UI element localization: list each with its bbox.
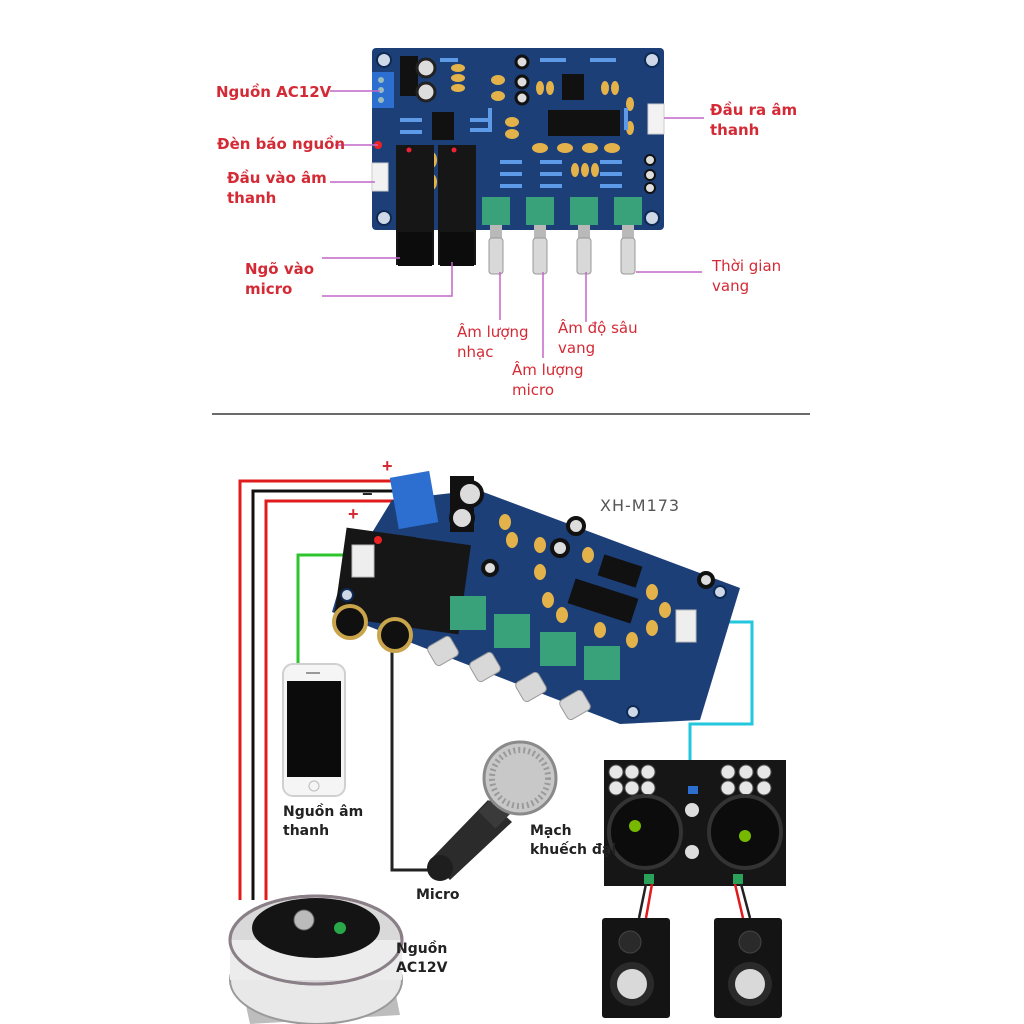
ic-chip	[548, 110, 620, 136]
amplifier-board	[604, 760, 786, 886]
audio-source-wire	[296, 553, 360, 668]
power-wires	[238, 479, 412, 900]
bottom-pcb-board	[332, 470, 740, 724]
board-model-label: XH-M173	[600, 496, 681, 515]
label-amplifier-line2: khuếch đại	[530, 841, 617, 858]
audio-input-connector	[371, 162, 389, 192]
label-echo-depth-line2: vang	[558, 339, 596, 358]
output-wire	[688, 620, 754, 762]
polarity-minus: −	[362, 484, 373, 504]
label-music-volume: Âm lượng nhạc	[457, 322, 529, 363]
label-audio-output: Đầu ra âm thanh	[710, 100, 797, 141]
speaker-left	[602, 918, 670, 1018]
top-pcb-board	[371, 48, 665, 275]
mic-wire	[390, 650, 428, 872]
speaker-wires	[637, 883, 752, 919]
microphone	[427, 740, 558, 881]
power-terminal-block	[389, 470, 439, 530]
label-audio-input: Đầu vào âm thanh	[227, 168, 327, 209]
label-audio-input-line2: thanh	[227, 189, 277, 208]
polarity-plus-bottom: +	[348, 504, 359, 524]
polarity-plus-top: +	[382, 456, 393, 476]
label-music-volume-line2: nhạc	[457, 343, 494, 362]
label-mic-input-line1: Ngõ vào	[245, 260, 315, 278]
potentiometers	[427, 596, 620, 721]
label-audio-input-line1: Đầu vào âm	[227, 169, 327, 187]
speaker-right	[714, 918, 782, 1018]
audio-output-connector	[647, 103, 665, 135]
label-echo-time: Thời gian vang	[712, 256, 781, 297]
label-echo-depth-line1: Âm độ sâu	[558, 319, 638, 337]
label-mic-volume: Âm lượng micro	[512, 360, 584, 401]
label-audio-source: Nguồn âm thanh	[283, 803, 363, 841]
potentiometers	[482, 197, 642, 275]
toroidal-transformer	[228, 894, 404, 1024]
label-amplifier: Mạch khuếch đại	[530, 822, 616, 860]
leader-lines	[322, 90, 704, 358]
label-mic-input: Ngõ vào micro	[245, 259, 314, 300]
ic-chip	[562, 74, 584, 100]
section-divider	[212, 413, 810, 415]
label-echo-time-line1: Thời gian	[712, 257, 782, 275]
phone-audio-source	[282, 663, 346, 797]
label-power-led: Đèn báo nguồn	[217, 135, 346, 153]
ic-chip	[432, 112, 454, 140]
label-amplifier-line1: Mạch	[530, 823, 572, 839]
label-power-source-line2: AC12V	[396, 959, 448, 976]
mic-jack-2	[377, 617, 413, 653]
label-audio-output-line1: Đầu ra âm	[710, 101, 798, 119]
label-power-source: Nguồn AC12V	[396, 940, 447, 978]
label-power-source-line1: Nguồn	[396, 941, 448, 957]
label-mic-volume-line1: Âm lượng	[512, 361, 584, 379]
label-power-ac12v: Nguồn AC12V	[216, 83, 332, 101]
label-music-volume-line1: Âm lượng	[457, 323, 529, 341]
label-audio-source-line1: Nguồn âm	[283, 804, 364, 820]
label-audio-source-line2: thanh	[283, 822, 330, 839]
label-echo-time-line2: vang	[712, 277, 750, 296]
label-mic-volume-line2: micro	[512, 381, 555, 400]
label-mic-input-line2: micro	[245, 280, 293, 299]
label-audio-output-line2: thanh	[710, 121, 760, 140]
label-echo-depth: Âm độ sâu vang	[558, 318, 638, 359]
mic-jack-1	[332, 604, 368, 640]
label-micro: Micro	[416, 887, 460, 903]
